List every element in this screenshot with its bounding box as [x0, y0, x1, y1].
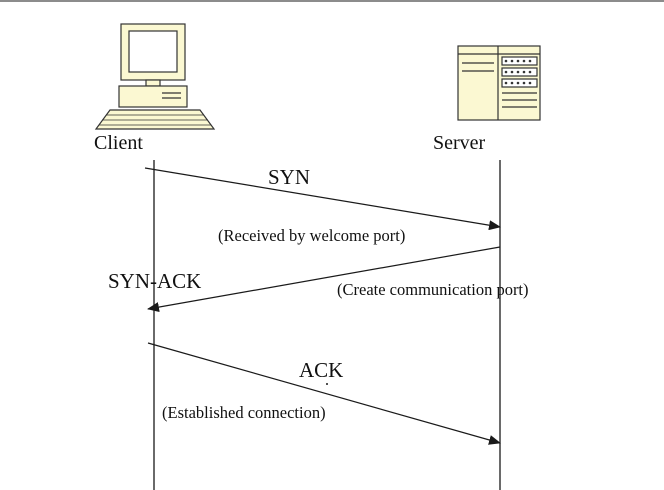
desktop-computer-icon	[94, 23, 216, 130]
ack-label: ACK	[299, 358, 344, 382]
client-label: Client	[94, 132, 143, 154]
syn-label: SYN	[268, 165, 311, 189]
ack-dot	[326, 383, 328, 385]
established-note: (Established connection)	[162, 403, 326, 422]
received-note: (Received by welcome port)	[218, 226, 406, 245]
syn-ack-label: SYN-ACK	[108, 269, 202, 293]
syn-arrow	[144, 167, 501, 231]
server-tower-icon	[457, 45, 541, 121]
ack-arrow	[147, 342, 501, 445]
server-label: Server	[433, 132, 486, 154]
create-note: (Create communication port)	[337, 280, 529, 299]
syn-ack-arrow	[147, 246, 501, 313]
top-border	[0, 0, 664, 2]
